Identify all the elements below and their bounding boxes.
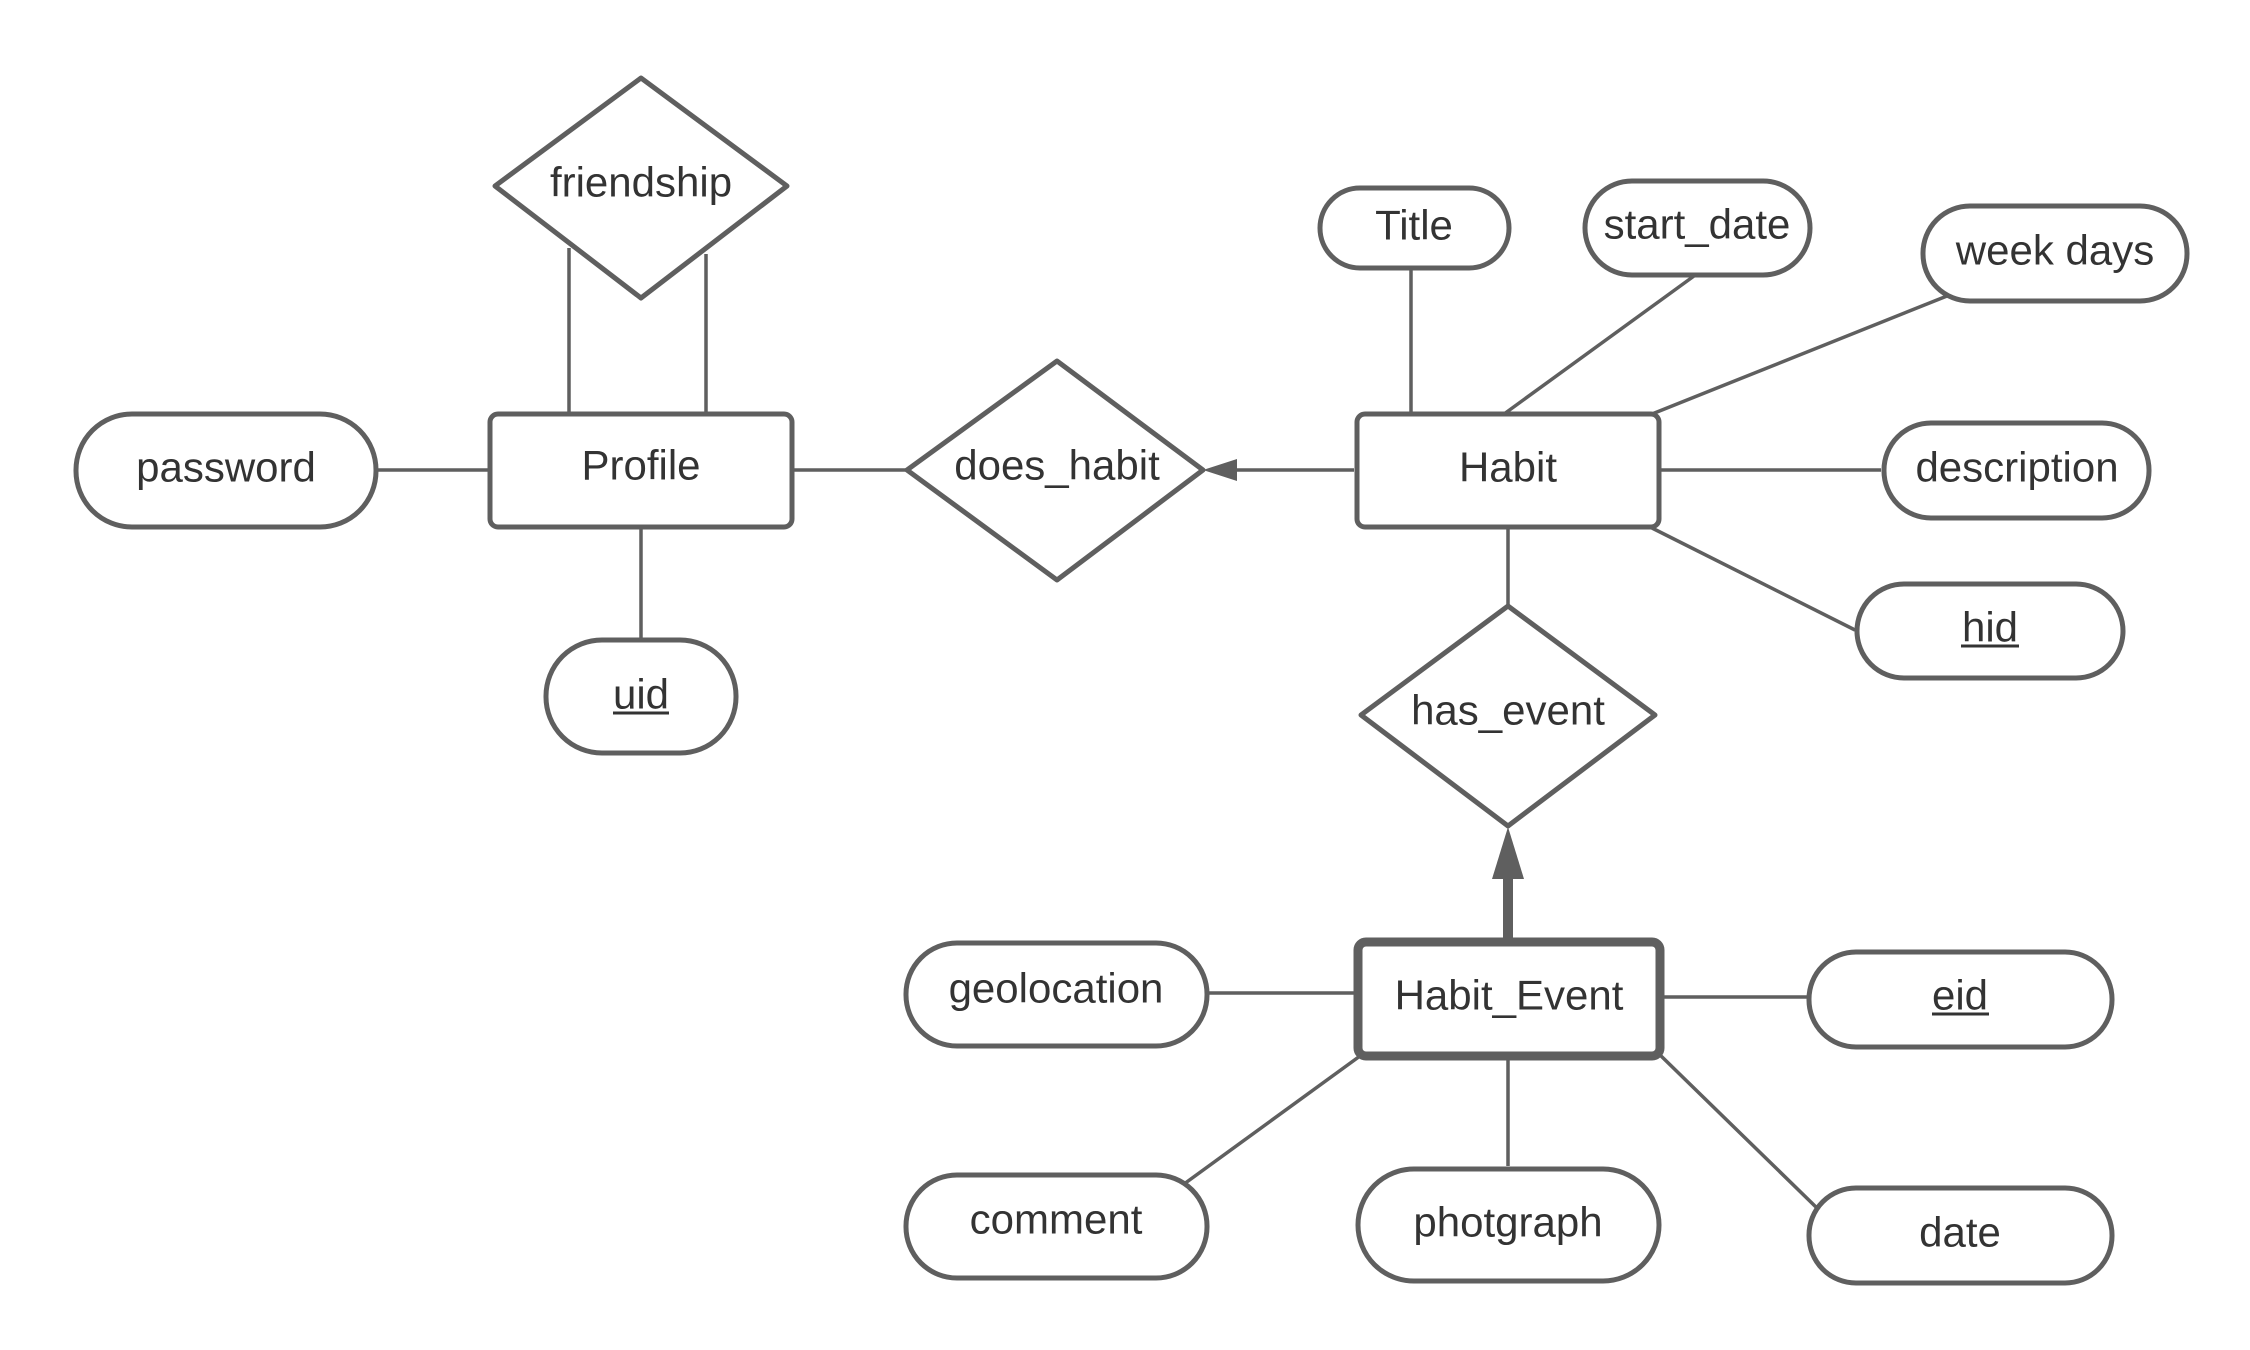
edge-habit-event-date [1656, 1051, 1820, 1211]
attribute-pill [903, 1172, 1210, 1281]
edge-habit-event-comment [1182, 1054, 1362, 1186]
entity-label: Habit_Event [1395, 972, 1624, 1019]
attribute-label: password [136, 444, 316, 491]
attribute-pill [73, 411, 379, 530]
entity-label: Habit [1459, 444, 1557, 491]
attribute-uid[interactable]: uid [543, 637, 739, 756]
attribute-label: geolocation [949, 965, 1164, 1012]
attribute-hid[interactable]: hid [1854, 581, 2126, 681]
entity-habit[interactable]: Habit [1354, 411, 1662, 530]
edge-habit-hid [1651, 526, 1856, 632]
edge-habit-start-date [1502, 274, 1696, 416]
entity-box [1354, 411, 1662, 530]
attribute-week-days[interactable]: week days [1920, 203, 2190, 304]
attribute-label: week days [1955, 227, 2154, 274]
entity-profile[interactable]: Profile [487, 411, 795, 530]
attribute-photograph[interactable]: photgraph [1355, 1166, 1662, 1284]
attribute-pill [903, 940, 1210, 1049]
edge-habit-week-days [1651, 294, 1948, 416]
entity-box [487, 411, 795, 530]
arrowhead-does-habit [1203, 459, 1237, 481]
relationship-diamond [1358, 603, 1658, 829]
attribute-eid[interactable]: eid [1806, 949, 2115, 1050]
attribute-pill [1582, 178, 1813, 278]
relationship-has-event[interactable]: has_event [1358, 603, 1658, 829]
entity-label: Profile [581, 442, 700, 489]
attribute-pill [1806, 949, 2115, 1050]
attribute-label-key: eid [1932, 972, 1988, 1019]
attribute-pill [1854, 581, 2126, 681]
attribute-title[interactable]: Title [1317, 185, 1512, 271]
connectors [376, 248, 1948, 1211]
relationship-does-habit[interactable]: does_habit [904, 358, 1206, 583]
arrowhead-has-event [1492, 827, 1524, 879]
entity-habit-event[interactable]: Habit_Event [1353, 937, 1665, 1061]
attribute-pill [1881, 420, 2152, 521]
attribute-pill [1355, 1166, 1662, 1284]
attribute-pill [1920, 203, 2190, 304]
attribute-description[interactable]: description [1881, 420, 2152, 521]
attribute-pill [1806, 1185, 2115, 1286]
attribute-label: description [1915, 444, 2118, 491]
attribute-label: date [1919, 1209, 2001, 1256]
relationship-diamond [904, 358, 1206, 583]
attribute-geolocation[interactable]: geolocation [903, 940, 1210, 1049]
attribute-pill [543, 637, 739, 756]
relationship-diamond [492, 75, 790, 301]
relationship-label: does_habit [954, 442, 1160, 489]
relationship-label: friendship [550, 159, 732, 206]
relationship-label: has_event [1411, 687, 1605, 734]
attribute-label: comment [970, 1196, 1143, 1243]
attribute-label: start_date [1604, 201, 1791, 248]
attribute-label-key: hid [1962, 604, 2018, 651]
attribute-start-date[interactable]: start_date [1582, 178, 1813, 278]
attribute-password[interactable]: password [73, 411, 379, 530]
attribute-date[interactable]: date [1806, 1185, 2115, 1286]
entity-box-weak [1353, 937, 1665, 1061]
attribute-comment[interactable]: comment [903, 1172, 1210, 1281]
attribute-pill [1317, 185, 1512, 271]
attribute-label-key: uid [613, 671, 669, 718]
attribute-label: Title [1375, 202, 1453, 249]
attribute-label: photgraph [1413, 1199, 1602, 1246]
relationship-friendship[interactable]: friendship [492, 75, 790, 301]
